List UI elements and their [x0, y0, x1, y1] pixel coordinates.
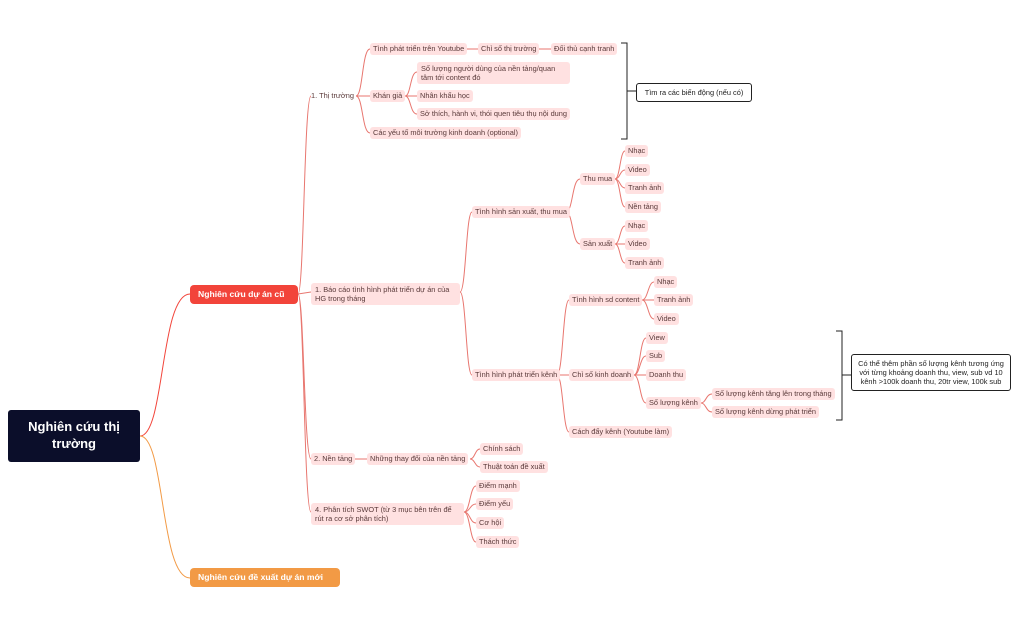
node-kenh-tang[interactable]: Số lượng kênh tăng lên trong tháng: [712, 388, 835, 400]
node-san-xuat-tranh-anh[interactable]: Tranh ảnh: [625, 257, 665, 269]
node-sd-nhac[interactable]: Nhạc: [654, 276, 678, 288]
node-chi-so-thi-truong[interactable]: Chỉ số thị trường: [478, 43, 540, 55]
node-view[interactable]: View: [646, 332, 668, 344]
node-doi-thu[interactable]: Đối thủ cạnh tranh: [551, 43, 618, 55]
main-node-old-project[interactable]: Nghiên cứu dự án cũ: [190, 285, 298, 304]
node-thu-mua-nhac[interactable]: Nhạc: [625, 145, 649, 157]
note-so-luong-kenh[interactable]: Có thể thêm phần số lượng kênh tương ứng…: [851, 354, 1011, 391]
node-thu-mua-tranh-anh[interactable]: Tranh ảnh: [625, 182, 665, 194]
node-cach-day-kenh[interactable]: Cách đẩy kênh (Youtube làm): [569, 426, 673, 438]
node-chinh-sach[interactable]: Chính sách: [480, 443, 524, 455]
node-doanh-thu[interactable]: Doanh thu: [646, 369, 687, 381]
node-sd-content[interactable]: Tình hình sd content: [569, 294, 643, 306]
node-so-luong-kenh[interactable]: Số lượng kênh: [646, 397, 701, 409]
node-thu-mua[interactable]: Thu mua: [580, 173, 616, 185]
node-thuat-toan[interactable]: Thuật toán đề xuất: [480, 461, 548, 473]
node-san-xuat-thu-mua[interactable]: Tình hình sản xuất, thu mua: [472, 206, 571, 218]
main-node-new-project[interactable]: Nghiên cứu đề xuất dự án mới: [190, 568, 340, 587]
node-thay-doi-nen-tang[interactable]: Những thay đổi của nền tảng: [367, 453, 469, 465]
root-node[interactable]: Nghiên cứu thị trường: [8, 410, 140, 462]
node-sd-video[interactable]: Video: [654, 313, 679, 325]
node-so-luong-nguoi-dung[interactable]: Số lượng người dùng của nền tảng/quan tâ…: [417, 62, 570, 84]
node-swot[interactable]: 4. Phân tích SWOT (từ 3 mục bên trên để …: [311, 503, 464, 525]
node-so-thich[interactable]: Sở thích, hành vi, thói quen tiêu thụ nộ…: [417, 108, 571, 120]
note-bien-dong[interactable]: Tìm ra các biến động (nếu có): [636, 83, 752, 102]
node-thu-mua-video[interactable]: Video: [625, 164, 650, 176]
node-khan-gia[interactable]: Khán giả: [370, 90, 406, 102]
node-diem-yeu[interactable]: Điểm yếu: [476, 498, 514, 510]
node-co-hoi[interactable]: Cơ hội: [476, 517, 505, 529]
node-san-xuat[interactable]: Sản xuất: [580, 238, 616, 250]
node-kenh-dung[interactable]: Số lượng kênh dừng phát triển: [712, 406, 820, 418]
node-sd-tranh-anh[interactable]: Tranh ảnh: [654, 294, 694, 306]
node-bao-cao-hg[interactable]: 1. Báo cáo tình hình phát triển dự án củ…: [311, 283, 460, 305]
node-sub[interactable]: Sub: [646, 350, 666, 362]
node-san-xuat-nhac[interactable]: Nhạc: [625, 220, 649, 232]
node-nhan-khau-hoc[interactable]: Nhân khẩu học: [417, 90, 473, 102]
node-diem-manh[interactable]: Điểm mạnh: [476, 480, 520, 492]
node-thu-mua-nen-tang[interactable]: Nền tảng: [625, 201, 661, 213]
node-nen-tang[interactable]: 2. Nền tảng: [311, 453, 356, 465]
node-youtube-trend[interactable]: Tình phát triển trên Youtube: [370, 43, 468, 55]
node-thi-truong[interactable]: 1. Thị trường: [311, 90, 354, 102]
node-san-xuat-video[interactable]: Video: [625, 238, 650, 250]
node-chi-so-kinh-doanh[interactable]: Chỉ số kinh doanh: [569, 369, 635, 381]
node-yeu-to-moi-truong[interactable]: Các yếu tố môi trường kinh doanh (option…: [370, 127, 521, 139]
node-phat-trien-kenh[interactable]: Tình hình phát triển kênh: [472, 369, 561, 381]
node-thach-thuc[interactable]: Thách thức: [476, 536, 520, 548]
